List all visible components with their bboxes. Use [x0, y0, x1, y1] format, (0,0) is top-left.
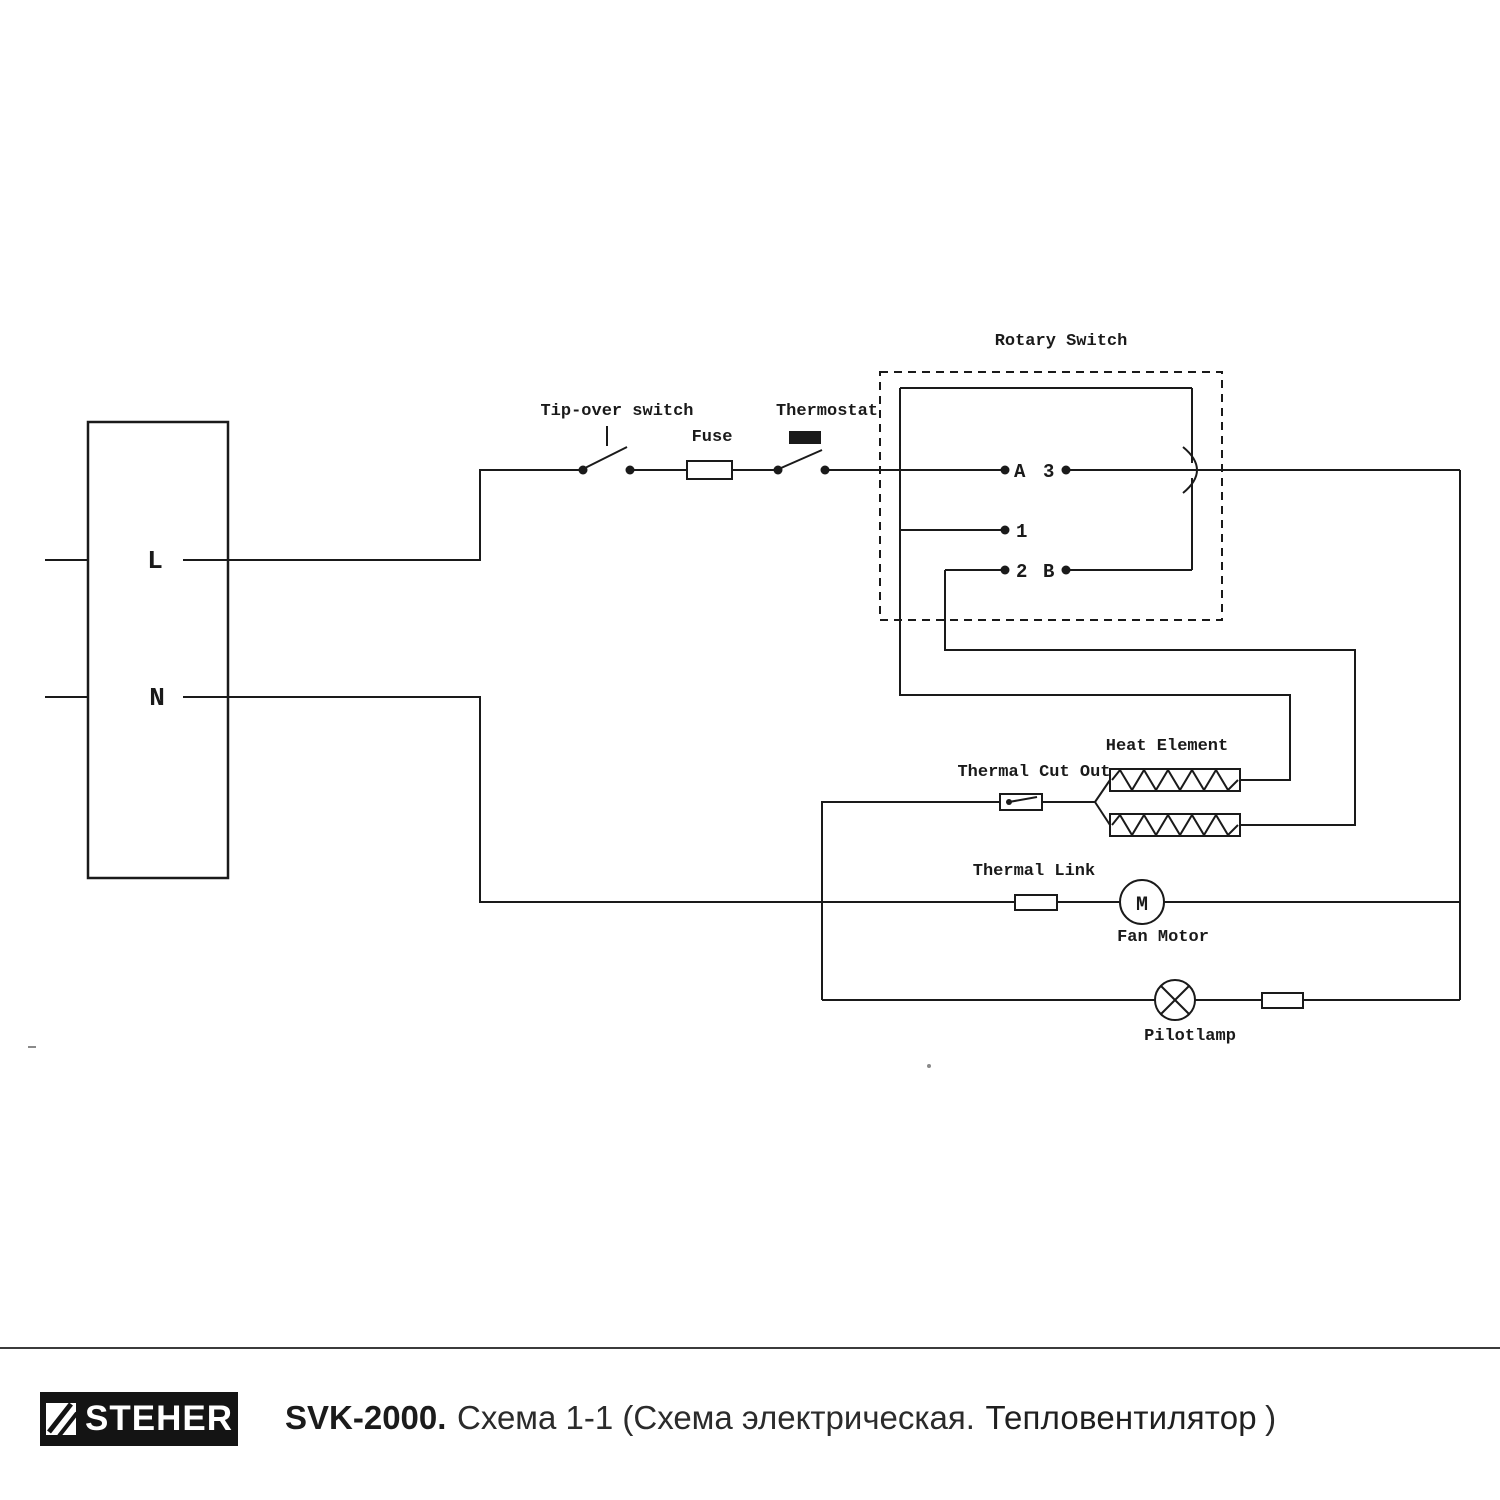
thermal-link-label: Thermal Link	[973, 862, 1095, 881]
terminal-3-label: 3	[1043, 461, 1054, 483]
pilot-lamp-resistor	[1261, 992, 1304, 1009]
caption-title: Схема 1-1 (Схема электрическая.	[456, 1399, 975, 1436]
terminal-l-label: L	[147, 546, 163, 576]
fuse-label: Fuse	[692, 428, 733, 447]
thermal-link: Thermal Link	[973, 862, 1120, 911]
fan-motor-label: Fan Motor	[1117, 928, 1209, 947]
terminal-b-label: B	[1043, 561, 1054, 583]
power-terminal: L N	[86, 420, 230, 880]
terminal-a-label: A	[1014, 461, 1026, 483]
terminal-2-label: 2	[1016, 561, 1027, 583]
thermal-cut-out-label: Thermal Cut Out	[957, 763, 1110, 782]
wires	[45, 388, 1461, 1001]
schematic-caption: SVK-2000.Схема 1-1 (Схема электрическая.…	[285, 1399, 1276, 1437]
footer-divider	[0, 1347, 1500, 1349]
pilot-lamp: Pilotlamp	[1144, 979, 1304, 1046]
caption-close-paren: )	[1265, 1399, 1277, 1436]
thermal-cut-out: Thermal Cut Out	[957, 763, 1111, 811]
pilot-lamp-label: Pilotlamp	[1144, 1027, 1236, 1046]
caption-model: SVK-2000.	[285, 1399, 447, 1436]
fuse: Fuse	[686, 428, 733, 480]
tip-over-switch: Tip-over switch	[540, 402, 694, 475]
rotary-wiper-arc	[1182, 446, 1198, 494]
rotary-switch: Rotary Switch A 3 1 2 B	[879, 332, 1223, 621]
terminal-n-label: N	[149, 683, 165, 713]
heat-element: Heat Element	[1042, 737, 1241, 837]
fan-motor: M Fan Motor	[1117, 879, 1209, 947]
motor-m-label: M	[1136, 894, 1148, 917]
thermostat-label: Thermostat	[776, 402, 878, 421]
steher-logo-text: STEHER	[85, 1399, 233, 1438]
terminal-1-label: 1	[1016, 521, 1027, 543]
tip-over-switch-label: Tip-over switch	[540, 402, 693, 421]
steher-logo-icon	[46, 1402, 78, 1436]
steher-logo: STEHER	[40, 1392, 238, 1446]
heat-element-label: Heat Element	[1106, 737, 1228, 756]
stray-marks	[28, 1046, 931, 1068]
thermostat: Thermostat	[773, 402, 878, 475]
caption-subtitle: Тепловентилятор	[985, 1399, 1257, 1436]
rotary-switch-label: Rotary Switch	[995, 332, 1128, 351]
